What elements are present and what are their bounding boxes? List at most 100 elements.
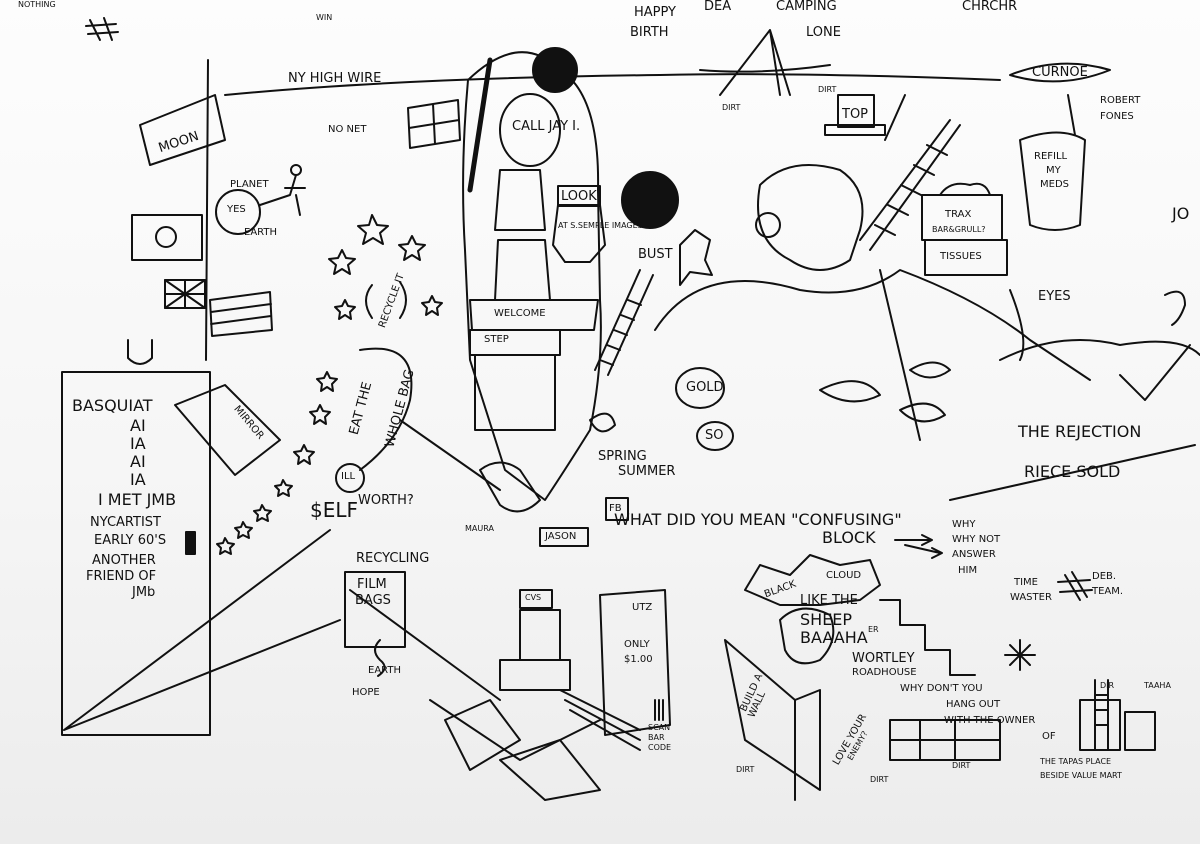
star-icon — [274, 479, 293, 497]
flag-pole — [205, 59, 209, 361]
window-frame — [407, 99, 461, 149]
curnoe-lips — [1009, 62, 1111, 83]
creature-head — [757, 164, 864, 271]
star-icon — [328, 249, 356, 275]
dir-label: DIR — [1100, 681, 1115, 690]
time-label: TIME — [1014, 577, 1039, 588]
cloud-bump — [999, 339, 1200, 361]
jason-label: JASON — [545, 531, 577, 542]
camping-label: CAMPING — [776, 0, 837, 14]
hang-out-label: HANG OUT — [946, 699, 1001, 710]
camping-line — [699, 64, 831, 73]
why-dont-you-label: WHY DON'T YOU — [900, 683, 983, 694]
tictactoe-icon — [85, 17, 119, 41]
bags-label: BAGS — [355, 593, 391, 608]
sheep-head — [779, 607, 835, 665]
fb-label: FB — [609, 503, 622, 514]
tapas-place-label: THE TAPAS PLACE — [1040, 757, 1112, 766]
look-label: LOOK — [561, 189, 597, 204]
arrow-block — [894, 534, 933, 546]
star-icon — [357, 214, 389, 245]
maura-label: MAURA — [465, 524, 494, 533]
tissues-label: TISSUES — [940, 251, 982, 262]
star-icon — [398, 235, 426, 261]
call-jay-label: CALL JAY I. — [512, 119, 581, 134]
broom-handle — [399, 419, 501, 491]
leaf-stem — [879, 269, 921, 441]
code-label: CODE — [648, 743, 672, 752]
mirror-panel — [174, 384, 281, 476]
summer-label: SUMMER — [618, 464, 676, 479]
earth-bottom-label: EARTH — [368, 665, 402, 676]
dirt-label: DIRT — [818, 85, 837, 94]
diagonal-line — [63, 529, 341, 731]
another-label: ANOTHER — [92, 553, 156, 568]
jason-label-box — [539, 527, 589, 547]
taaha-label: TAAHA — [1144, 681, 1171, 690]
star-icon — [216, 537, 235, 555]
eat-the-bag-arc — [359, 347, 413, 471]
bust-label: BUST — [638, 247, 673, 262]
feather-icon — [884, 94, 906, 141]
baaaha-label: BAAAHA — [800, 628, 868, 647]
ny-high-wire-label: NY HIGH WIRE — [288, 71, 382, 86]
star-icon — [316, 371, 338, 392]
er-label: ER — [868, 625, 879, 634]
striped-flag — [209, 291, 273, 337]
hatched-ramp — [559, 689, 641, 751]
door — [61, 371, 211, 736]
door-handle-icon — [185, 531, 196, 555]
wall-bricks — [889, 719, 1001, 761]
mountain — [719, 29, 791, 96]
dirt-label: DIRT — [722, 103, 741, 112]
sheep-label: SHEEP — [800, 610, 853, 629]
fb-cube — [605, 497, 629, 521]
sun-sparkle-icon — [1004, 639, 1036, 671]
welcome-band — [469, 299, 599, 331]
curnoe-label: CURNOE — [1032, 65, 1088, 80]
stars-group — [216, 214, 443, 555]
creature-arm — [859, 119, 961, 251]
stick-figure-head — [290, 164, 302, 176]
straw — [1067, 94, 1076, 136]
dirt-label: DIRT — [952, 761, 971, 770]
japan-flag — [131, 214, 203, 261]
beside-valuemart-label: BESIDE VALUE MART — [1040, 771, 1122, 780]
stair-steps — [879, 599, 976, 676]
baragrull-label: BAR&GRULL? — [932, 225, 986, 234]
cvs-sign — [519, 589, 553, 609]
arrow-why — [904, 544, 943, 559]
tissues-box — [924, 239, 1008, 276]
price-label: $1.00 — [624, 654, 653, 665]
star-icon — [309, 404, 331, 425]
ladder-1 — [594, 269, 654, 376]
cloud-label: CLOUD — [826, 570, 862, 581]
s-semple-label: AT S.SEMPLE IMAGES — [558, 221, 643, 230]
dirt-label: DIRT — [870, 775, 889, 784]
hope-label: HOPE — [352, 687, 380, 698]
ill-circle — [335, 463, 365, 493]
recycle-arrows-icon — [365, 281, 407, 319]
leaf-3 — [909, 361, 951, 379]
waster-label: WASTER — [1010, 592, 1052, 603]
why-not-label: WHY NOT — [952, 534, 1001, 545]
eyes-line — [1009, 289, 1025, 361]
rubble — [444, 699, 601, 801]
planet-label: PLANET — [230, 179, 269, 190]
only-label: ONLY — [624, 639, 650, 650]
totem-shape — [494, 169, 551, 301]
jo-label: JO — [1172, 204, 1190, 223]
leaf-2 — [899, 402, 946, 423]
my-label: MY — [1046, 165, 1061, 176]
sunglasses-lens-icon — [532, 47, 578, 93]
leaf-1 — [819, 380, 881, 403]
recycling-label: RECYCLING — [356, 551, 430, 566]
so-oval — [696, 421, 734, 451]
worth-label: WORTH? — [358, 493, 414, 508]
the-rejection-label: THE REJECTION — [1018, 422, 1142, 441]
trax-label: TRAX — [945, 209, 972, 220]
like-the-label: LIKE THE — [800, 593, 858, 608]
no-net-label: NO NET — [328, 124, 367, 135]
robert-label: ROBERT — [1100, 95, 1141, 106]
of-label: OF — [1042, 731, 1056, 742]
